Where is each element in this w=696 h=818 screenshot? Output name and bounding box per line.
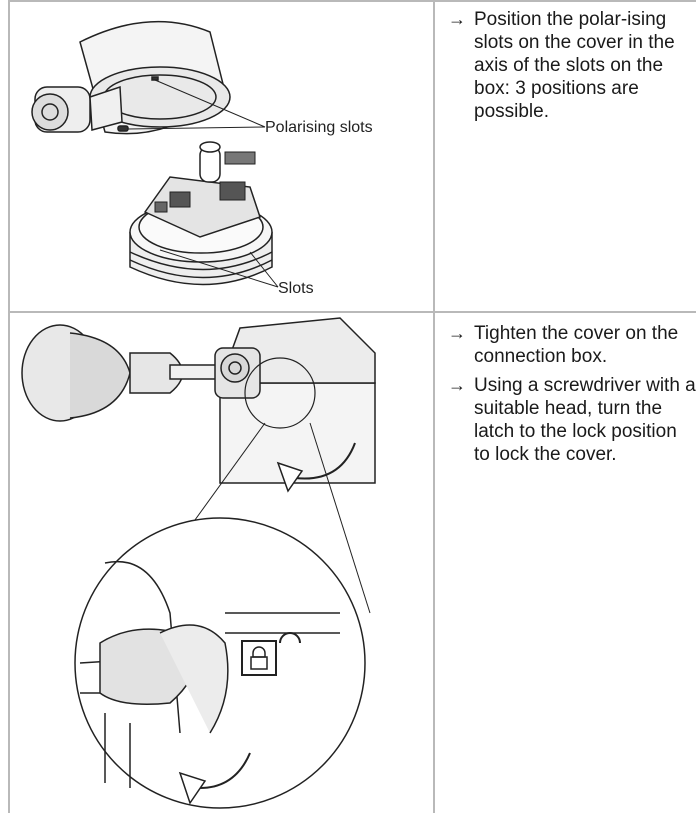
padlock-open-icon bbox=[279, 632, 301, 644]
slots-label: Slots bbox=[278, 280, 314, 297]
instruction-table: Polarising slots bbox=[8, 0, 696, 813]
padlock-locked-icon bbox=[241, 640, 277, 676]
table-row-divider bbox=[8, 311, 696, 313]
cover-and-box-illustration: Polarising slots bbox=[10, 2, 433, 311]
screwdriver-lock-illustration bbox=[10, 313, 433, 813]
instruction-text: Tighten the cover on the connection box. bbox=[474, 323, 679, 367]
rotation-arrow-icon bbox=[276, 461, 304, 493]
instruction-step: → Position the polar-ising slots on the … bbox=[448, 8, 696, 123]
screwdriver-lock-drawing bbox=[21, 317, 376, 809]
step-text-cell-1: → Position the polar-ising slots on the … bbox=[448, 8, 696, 129]
polarising-slots-label: Polarising slots bbox=[265, 119, 373, 136]
arrow-right-icon: → bbox=[448, 9, 466, 29]
cover-slots-drawing: Polarising slots bbox=[31, 20, 373, 297]
instruction-text: Position the polar-ising slots on the co… bbox=[474, 9, 675, 122]
table-left-border bbox=[8, 0, 10, 813]
table-top-border bbox=[8, 0, 696, 2]
instruction-text: Using a screwdriver with a suitable head… bbox=[474, 375, 696, 465]
step-text-cell-2: → Tighten the cover on the connection bo… bbox=[448, 322, 696, 472]
instruction-step: → Using a screwdriver with a suitable he… bbox=[448, 374, 696, 466]
table-column-divider bbox=[433, 0, 435, 813]
arrow-right-icon: → bbox=[448, 323, 466, 343]
instruction-step: → Tighten the cover on the connection bo… bbox=[448, 322, 696, 368]
arrow-right-icon: → bbox=[448, 375, 466, 395]
